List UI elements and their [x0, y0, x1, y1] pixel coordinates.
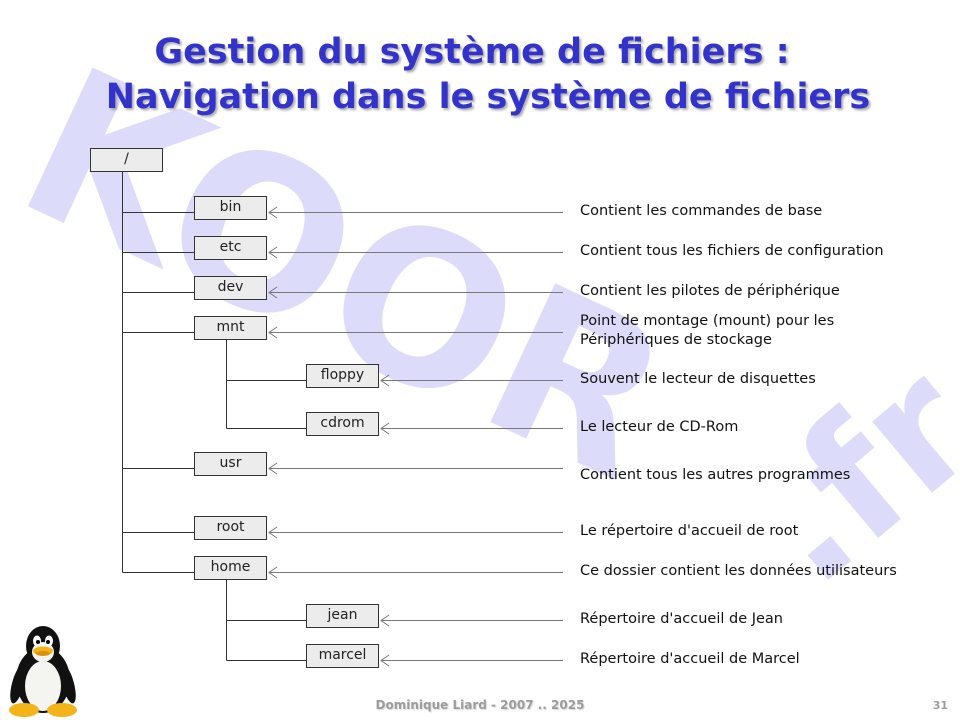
- folder-node-cdrom[interactable]: cdrom: [306, 412, 379, 436]
- folder-node-usr[interactable]: usr: [194, 452, 267, 476]
- description-usr: Contient tous les autres programmes: [580, 467, 851, 483]
- folder-node-mnt[interactable]: mnt: [194, 316, 267, 340]
- slide-title-line2: Navigation dans le système de fichiers: [105, 77, 871, 117]
- description-floppy: Souvent le lecteur de disquettes: [580, 371, 816, 387]
- footer-author: Dominique Liard - 2007 .. 2025: [375, 698, 585, 712]
- description-mnt-line2: Périphériques de stockage: [580, 332, 772, 348]
- folder-node-bin[interactable]: bin: [194, 196, 267, 220]
- description-root: Le répertoire d'accueil de root: [580, 523, 799, 539]
- folder-node-floppy[interactable]: floppy: [306, 364, 379, 388]
- description-jean: Répertoire d'accueil de Jean: [580, 611, 783, 627]
- description-cdrom: Le lecteur de CD-Rom: [580, 419, 739, 435]
- tux-penguin-icon: [9, 626, 77, 717]
- description-mnt-line1: Point de montage (mount) pour les: [580, 313, 835, 329]
- folder-node-root[interactable]: /: [90, 148, 163, 172]
- folder-node-root-home[interactable]: root: [194, 516, 267, 540]
- slide-title-line1: Gestion du système de fichiers :: [154, 32, 790, 72]
- description-etc: Contient tous les fichiers de configurat…: [580, 243, 884, 259]
- folder-node-etc[interactable]: etc: [194, 236, 267, 260]
- folder-node-dev[interactable]: dev: [194, 276, 267, 300]
- page-number: 31: [932, 699, 948, 712]
- folder-node-home[interactable]: home: [194, 556, 267, 580]
- description-dev: Contient les pilotes de périphérique: [580, 283, 840, 299]
- description-home: Ce dossier contient les données utilisat…: [580, 563, 897, 579]
- folder-node-marcel[interactable]: marcel: [306, 644, 379, 668]
- description-marcel: Répertoire d'accueil de Marcel: [580, 651, 800, 667]
- folder-node-jean[interactable]: jean: [306, 604, 379, 628]
- description-bin: Contient les commandes de base: [580, 203, 823, 219]
